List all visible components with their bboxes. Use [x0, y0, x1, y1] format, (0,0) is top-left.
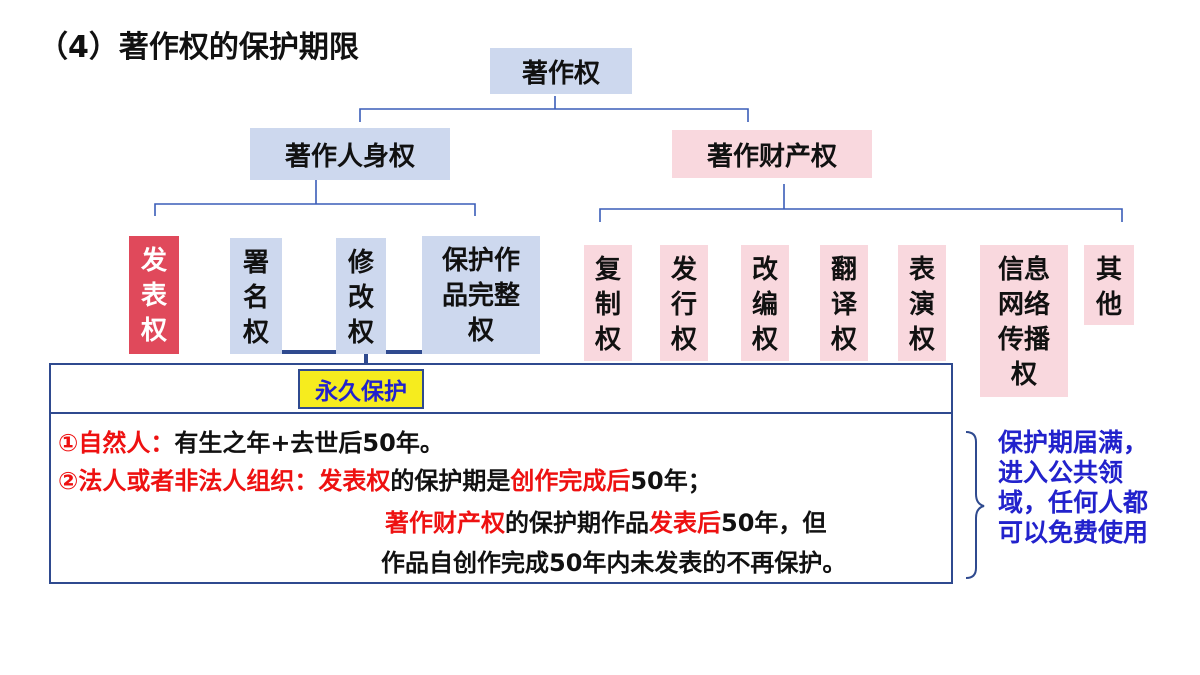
rule-natural-person: ①自然人：有生之年+去世后50年。	[58, 429, 444, 457]
root-node: 著作权	[490, 48, 632, 94]
page-title: （4）著作权的保护期限	[38, 30, 359, 65]
leaf-integrity-right: 保护作 品完整 权	[422, 236, 540, 354]
protection-term-panel	[49, 363, 953, 584]
leaf-revision-right: 修 改 权	[336, 238, 386, 354]
rule-organization-line2: 著作财产权的保护期作品发表后50年，但	[385, 509, 827, 537]
public-domain-note: 保护期届满，进入公共领域，任何人都可以免费使用	[998, 428, 1149, 547]
rule-organization-line1: ②法人或者非法人组织：发表权的保护期是创作完成后50年；	[58, 467, 712, 495]
personal-rights-node: 著作人身权	[250, 128, 450, 180]
leaf-publication-right: 发 表 权	[129, 236, 179, 354]
permanent-protection-label: 永久保护	[298, 369, 424, 409]
leaf-performance-right: 表 演 权	[898, 245, 946, 361]
property-rights-node: 著作财产权	[672, 130, 872, 178]
rule-organization-line3: 作品自创作完成50年内未发表的不再保护。	[381, 549, 847, 577]
leaf-network-right: 信息 网络 传播 权	[980, 245, 1068, 397]
leaf-reproduction-right: 复 制 权	[584, 245, 632, 361]
panel-divider	[49, 412, 953, 414]
leaf-adaptation-right: 改 编 权	[741, 245, 789, 361]
leaf-authorship-right: 署 名 权	[230, 238, 282, 354]
leaf-translation-right: 翻 译 权	[820, 245, 868, 361]
leaf-other-rights: 其 他	[1084, 245, 1134, 325]
leaf-distribution-right: 发 行 权	[660, 245, 708, 361]
